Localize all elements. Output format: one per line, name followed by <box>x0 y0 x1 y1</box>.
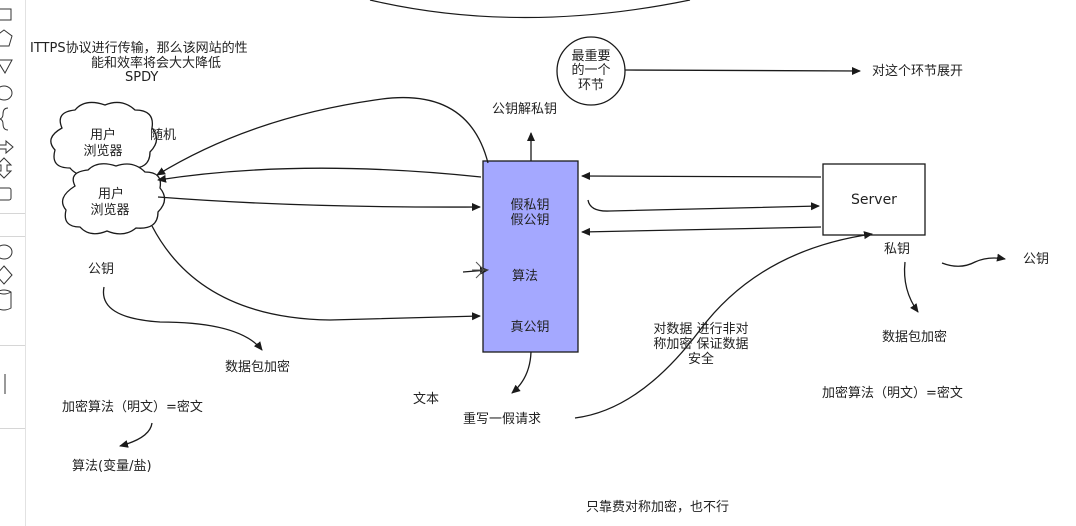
algo-right-label: 加密算法（明文）=密文 <box>822 386 963 401</box>
double-arrow-icon[interactable] <box>0 157 13 179</box>
private-key-label: 私钥 <box>884 242 911 257</box>
toolbar-shapes <box>0 0 26 526</box>
most-important-circle[interactable] <box>556 36 626 106</box>
most-important-line3: 环节 <box>577 78 604 93</box>
rewrite-fake-request-label: 重写一假请求 <box>463 412 542 427</box>
circle-icon[interactable] <box>0 85 13 101</box>
toolbar-separator <box>0 345 26 346</box>
arrow-box-to-browser-mid <box>157 167 482 183</box>
brace-icon[interactable] <box>0 107 9 131</box>
pubkey-left-label: 公钥 <box>88 262 115 277</box>
diamond-icon[interactable] <box>0 265 13 285</box>
https-note-line2: 能和效率将会大大降低 <box>91 56 222 71</box>
arrow-to-pubkey-right <box>941 253 1006 267</box>
rectangle-icon[interactable] <box>0 8 12 21</box>
arrow-request-to-server <box>574 231 873 419</box>
arrow-browser-to-box-bottom <box>151 225 481 321</box>
browser-cloud-1[interactable] <box>50 101 158 176</box>
middle-real-public-key: 真公钥 <box>510 320 550 335</box>
circle-icon[interactable] <box>0 244 13 260</box>
arrow-box-down <box>511 351 532 394</box>
most-important-line2: 的一个 <box>571 63 611 78</box>
arrow-privkey-down <box>903 261 919 313</box>
browser2-line2: 浏览器 <box>90 203 130 218</box>
rounded-rect-icon[interactable] <box>0 187 12 201</box>
pentagon-icon[interactable] <box>0 29 13 47</box>
triangle-icon[interactable] <box>0 59 13 75</box>
arrow-icon[interactable] <box>0 139 14 155</box>
asym-note-line2: 称加密 保证数据 <box>653 337 749 352</box>
browser1-line2: 浏览器 <box>83 144 123 159</box>
browser2-line1: 用户 <box>97 187 124 202</box>
algo-salt-label: 算法(变量/盐) <box>72 459 152 474</box>
server-box[interactable] <box>822 163 926 236</box>
cylinder-icon[interactable] <box>0 289 12 311</box>
bottom-note: 只靠费对称加密，也不行 <box>586 500 730 515</box>
random-label: 随机 <box>150 128 177 143</box>
arrow-browser-to-box <box>157 196 481 212</box>
pub-decrypt-priv-label: 公钥解私钥 <box>492 102 558 117</box>
browser1-line1: 用户 <box>89 128 116 143</box>
middle-fake-private-key: 假私钥 <box>510 198 550 213</box>
top-ellipse-partial[interactable] <box>369 0 691 19</box>
browser-cloud-2[interactable] <box>61 163 166 235</box>
most-important-line1: 最重要 <box>571 49 611 64</box>
text-label: 文本 <box>413 392 440 407</box>
packet-encrypt-left-label: 数据包加密 <box>225 360 291 375</box>
https-note-line1: ITTPS协议进行传输，那么该网站的性 <box>30 41 248 56</box>
toolbar-separator <box>0 236 26 237</box>
arrow-pubkey-to-encrypt <box>102 286 263 351</box>
arrow-to-expand <box>624 66 861 75</box>
pubkey-right-label: 公钥 <box>1023 252 1050 267</box>
packet-encrypt-right-label: 数据包加密 <box>882 330 948 345</box>
asym-note-line1: 对数据 进行非对 <box>653 322 749 337</box>
arrow-server-to-box-bottom <box>581 226 822 236</box>
cursor-icon <box>472 261 488 279</box>
server-label: Server <box>851 192 897 208</box>
asym-note-line3: 安全 <box>687 352 714 367</box>
toolbar-separator <box>0 428 26 429</box>
arrow-server-to-box-top <box>581 172 822 181</box>
spdy-label: SPDY <box>125 70 159 85</box>
toolbar-border <box>25 0 26 526</box>
arrow-box-to-server <box>587 199 820 212</box>
middle-algorithm: 算法 <box>511 269 538 284</box>
toolbar-separator <box>0 213 26 214</box>
middle-fake-public-key: 假公钥 <box>510 213 550 228</box>
algo-left-label: 加密算法（明文）=密文 <box>62 400 203 415</box>
arrow-algo-down <box>119 422 153 448</box>
arrow-box-to-browser-top <box>156 96 489 176</box>
shape-toolbar <box>0 0 26 526</box>
expand-label: 对这个环节展开 <box>872 64 964 79</box>
